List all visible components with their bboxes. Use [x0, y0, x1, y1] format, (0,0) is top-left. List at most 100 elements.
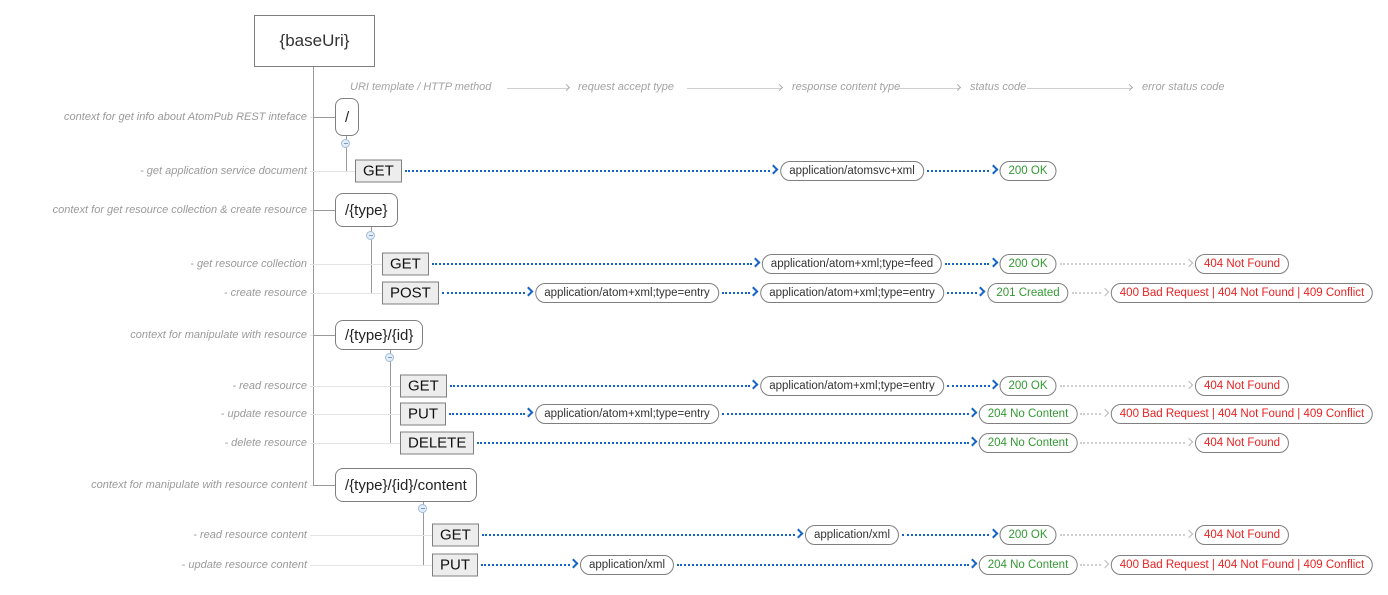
header-arrow-icon — [562, 83, 571, 92]
flow-dotted-connector — [926, 170, 990, 172]
error-status-box[interactable]: 404 Not Found — [1194, 254, 1290, 274]
arrowhead-icon — [768, 164, 779, 175]
arrowhead-icon — [748, 286, 759, 297]
operation-label: - update resource content — [181, 559, 307, 571]
label-connector-line — [310, 293, 382, 294]
arrowhead-icon — [988, 164, 998, 175]
flow-dotted-connector — [721, 292, 751, 294]
status-code-box[interactable]: 200 OK — [999, 376, 1057, 396]
label-connector-line — [310, 414, 400, 415]
column-header-error-status: error status code — [1142, 81, 1225, 93]
status-code-box[interactable]: 204 No Content — [978, 555, 1078, 575]
method-node-get[interactable]: GET — [400, 374, 447, 398]
status-code-box[interactable]: 204 No Content — [978, 404, 1078, 424]
collapse-toggle-icon[interactable] — [418, 504, 427, 513]
label-connector-line — [310, 386, 400, 387]
column-header-status-code: status code — [970, 81, 1027, 93]
flow-dotted-connector — [481, 564, 570, 566]
error-status-box[interactable]: 404 Not Found — [1194, 433, 1290, 453]
tree-elbow-line — [313, 210, 335, 211]
error-status-box[interactable]: 404 Not Found — [1194, 376, 1290, 396]
arrowhead-icon — [967, 436, 978, 447]
header-connector-line — [1027, 88, 1131, 89]
base-uri-node[interactable]: {baseUri} — [254, 15, 375, 67]
status-code-box[interactable]: 200 OK — [999, 161, 1057, 181]
label-connector-line — [310, 535, 432, 536]
arrowhead-icon — [568, 558, 579, 569]
tree-branch-line — [346, 136, 347, 171]
operation-label: - get application service document — [140, 165, 307, 177]
label-connector-line — [310, 565, 432, 566]
response-content-type-box[interactable]: application/xml — [804, 525, 900, 545]
error-dotted-connector — [1071, 292, 1101, 294]
request-accept-type-box[interactable]: application/xml — [579, 555, 675, 575]
method-node-delete[interactable]: DELETE — [400, 431, 475, 455]
header-connector-line — [687, 88, 781, 89]
arrowhead-icon — [1184, 380, 1194, 390]
arrowhead-icon — [750, 257, 761, 268]
flow-dotted-connector — [477, 442, 969, 444]
method-node-post[interactable]: POST — [382, 281, 439, 305]
error-status-box[interactable]: 404 Not Found — [1194, 525, 1290, 545]
flow-dotted-connector — [449, 385, 751, 387]
context-label: context for manipulate with resource con… — [91, 479, 307, 491]
operation-label: - read resource — [232, 380, 307, 392]
method-node-get[interactable]: GET — [432, 523, 479, 547]
request-accept-type-box[interactable]: application/atom+xml;type=entry — [535, 283, 719, 303]
flow-dotted-connector — [404, 170, 771, 172]
arrowhead-icon — [1184, 258, 1194, 268]
method-node-get[interactable]: GET — [382, 252, 429, 276]
status-code-box[interactable]: 200 OK — [999, 525, 1057, 545]
header-arrow-icon — [1125, 83, 1134, 92]
arrowhead-icon — [988, 257, 998, 268]
method-node-put[interactable]: PUT — [432, 553, 478, 577]
arrowhead-icon — [988, 528, 998, 539]
tree-branch-line — [390, 350, 391, 443]
response-content-type-box[interactable]: application/atomsvc+xml — [780, 161, 924, 181]
operation-label: - read resource content — [193, 529, 307, 541]
error-dotted-connector — [1080, 564, 1101, 566]
arrowhead-icon — [748, 379, 759, 390]
request-accept-type-box[interactable]: application/atom+xml;type=entry — [535, 404, 719, 424]
column-header-request-accept: request accept type — [578, 81, 675, 93]
flow-dotted-connector — [902, 534, 990, 536]
uri-node-type-id-content[interactable]: /{type}/{id}/content — [335, 468, 477, 502]
arrowhead-icon — [1100, 287, 1110, 297]
uri-node-root-slash[interactable]: / — [335, 98, 360, 136]
uri-node-type-id[interactable]: /{type}/{id} — [335, 320, 424, 350]
collapse-toggle-icon[interactable] — [366, 231, 375, 240]
error-status-box[interactable]: 400 Bad Request | 404 Not Found | 409 Co… — [1110, 555, 1374, 575]
arrowhead-icon — [793, 528, 804, 539]
collapse-toggle-icon[interactable] — [385, 353, 394, 362]
label-connector-line — [310, 443, 400, 444]
status-code-box[interactable]: 200 OK — [999, 254, 1057, 274]
flow-dotted-connector — [441, 292, 526, 294]
method-node-put[interactable]: PUT — [400, 402, 446, 426]
response-content-type-box[interactable]: application/atom+xml;type=entry — [760, 376, 944, 396]
header-arrow-icon — [953, 83, 962, 92]
column-header-uri-template: URI template / HTTP method — [350, 81, 492, 93]
flow-dotted-connector — [449, 413, 526, 415]
tree-spine-line — [313, 67, 314, 485]
tree-branch-line — [423, 502, 424, 565]
context-label: context for get info about AtomPub REST … — [64, 111, 307, 123]
error-status-box[interactable]: 400 Bad Request | 404 Not Found | 409 Co… — [1110, 404, 1374, 424]
arrowhead-icon — [523, 286, 534, 297]
operation-label: - create resource — [223, 287, 307, 299]
operation-label: - update resource — [220, 408, 307, 420]
status-code-box[interactable]: 201 Created — [987, 283, 1069, 303]
collapse-toggle-icon[interactable] — [341, 139, 350, 148]
error-dotted-connector — [1059, 385, 1185, 387]
response-content-type-box[interactable]: application/atom+xml;type=feed — [761, 254, 943, 274]
error-status-box[interactable]: 400 Bad Request | 404 Not Found | 409 Co… — [1110, 283, 1374, 303]
uri-node-type[interactable]: /{type} — [335, 193, 398, 227]
response-content-type-box[interactable]: application/atom+xml;type=entry — [760, 283, 944, 303]
arrowhead-icon — [967, 407, 978, 418]
method-node-get[interactable]: GET — [355, 159, 402, 183]
arrowhead-icon — [1100, 559, 1110, 569]
column-header-response-content: response content type — [792, 81, 901, 93]
status-code-box[interactable]: 204 No Content — [978, 433, 1078, 453]
arrowhead-icon — [967, 558, 978, 569]
label-connector-line — [310, 171, 355, 172]
